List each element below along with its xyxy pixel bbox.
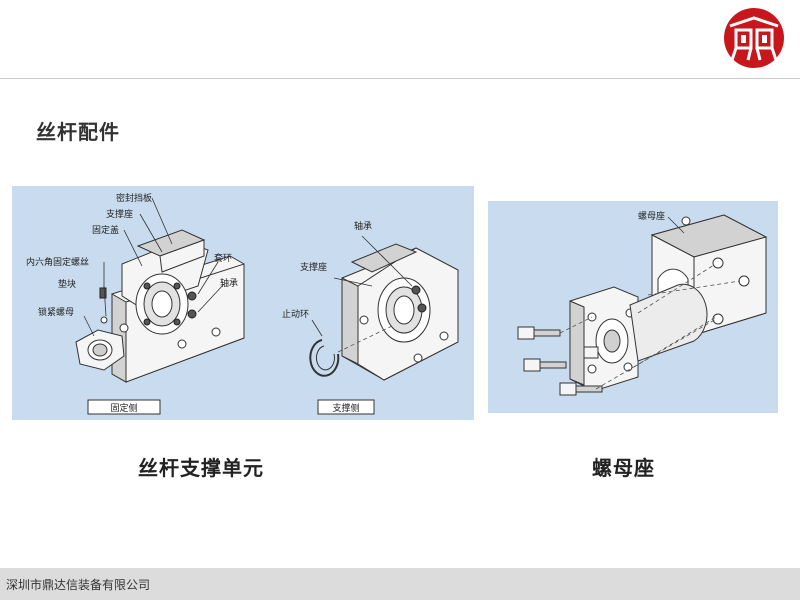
- label-support-seat-2: 支撑座: [300, 261, 327, 273]
- footer-bar: 深圳市鼎达信装备有限公司: [0, 568, 800, 600]
- label-bearing-support: 轴承: [354, 220, 372, 232]
- label-hex-set-screw: 内六角固定螺丝: [26, 256, 89, 268]
- company-logo: [722, 6, 786, 70]
- label-fixed-cover: 固定盖: [92, 224, 119, 236]
- support-side-assembly: 轴承 支撑座 止动环 支撑侧: [282, 220, 459, 415]
- label-snap-ring: 止动环: [282, 308, 309, 320]
- header-divider: [0, 78, 800, 79]
- label-bearing-fixed: 轴承: [220, 277, 238, 289]
- support-side-caption: 支撑侧: [332, 402, 359, 414]
- fixed-side-assembly: 密封挡板 支撑座 固定盖 内六角固定螺丝 垫块 锁紧螺母 套环 轴承 固定侧: [26, 192, 245, 415]
- page-title: 丝杆配件: [36, 120, 120, 144]
- company-name: 深圳市鼎达信装备有限公司: [6, 578, 151, 592]
- label-spacer: 垫块: [58, 278, 76, 290]
- label-lock-nut: 锁紧螺母: [38, 306, 74, 318]
- nut-seat-caption: 螺母座: [592, 456, 655, 480]
- label-support-seat: 支撑座: [106, 208, 133, 220]
- label-collar: 套环: [214, 252, 232, 264]
- label-nut-seat: 螺母座: [638, 210, 665, 222]
- fixed-side-caption: 固定侧: [110, 402, 137, 414]
- label-seal-plate: 密封挡板: [116, 192, 152, 204]
- support-unit-diagram: 密封挡板 支撑座 固定盖 内六角固定螺丝 垫块 锁紧螺母 套环 轴承 固定侧: [12, 186, 474, 420]
- support-unit-caption: 丝杆支撑单元: [138, 456, 264, 480]
- nut-seat-diagram: 螺母座: [488, 201, 778, 413]
